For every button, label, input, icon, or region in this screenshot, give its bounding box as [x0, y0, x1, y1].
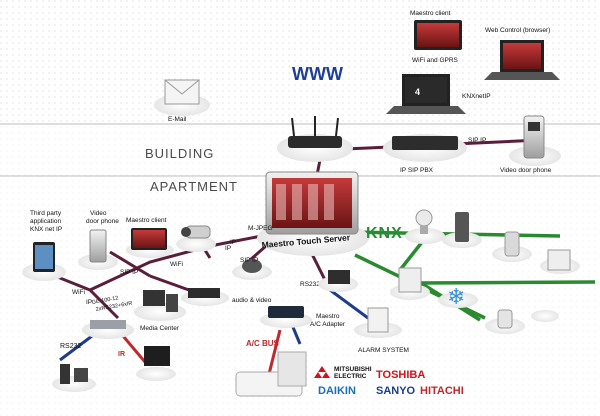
label-wifi-gprs: WiFi and GPRS — [412, 57, 459, 64]
third-party-node: Third party application KNX net IP — [22, 210, 66, 281]
label-ip-left: IP — [86, 299, 92, 306]
label-third-party-1: Third party — [30, 210, 62, 217]
knxnetip-node: 4 KNXnetIP — [386, 74, 491, 114]
av-node: audio & video — [181, 288, 272, 306]
label-ip-2: IP — [225, 245, 231, 252]
label-maestro-client-left: Maestro client — [126, 217, 167, 224]
zone-www: WWW — [292, 64, 343, 84]
door-phone-right: Video door phone — [500, 115, 561, 174]
touch-server-node: Maestro Touch Server — [257, 171, 369, 256]
label-video-left-2: door phone — [86, 218, 119, 225]
label-video-left-1: Video — [90, 210, 107, 217]
knx-devices: ❄ — [390, 209, 580, 334]
label-rs232-left: RS232 — [60, 343, 82, 350]
ge-gateway-node — [82, 320, 134, 339]
label-wifi-left: WiFi — [72, 289, 85, 296]
label-wifi-mid: WiFi — [170, 261, 183, 268]
label-maestro-ac-2: A/C Adapter — [310, 321, 346, 328]
dome-camera-node — [232, 259, 272, 280]
brand-mitsubishi-1: MITSUBISHI — [334, 366, 372, 373]
pbx-node: IP SIP PBX SIP IP — [383, 134, 486, 174]
zone-apartment: APARTMENT — [150, 179, 238, 194]
pbx-icon — [392, 136, 458, 150]
label-ac-bus: A/C BUS — [246, 339, 280, 348]
speaker-icon — [60, 364, 70, 384]
av-receiver-icon — [188, 288, 220, 298]
media-center-node: Media Center — [134, 290, 186, 332]
label-ge-1: GE-100-12 — [91, 295, 119, 306]
alarm-node: ALARM SYSTEM — [354, 307, 409, 354]
plug-icon — [497, 309, 513, 329]
knx-line-c — [419, 280, 596, 285]
ac-adapter-icon — [268, 306, 304, 318]
label-rs232-mid: RS232 — [300, 281, 320, 288]
label-third-party-3: KNX net IP — [30, 226, 62, 233]
alarm-keypad-icon — [367, 307, 389, 333]
line-tablet — [109, 250, 151, 278]
door-phone-icon-left — [89, 229, 107, 263]
video-door-left: Video door phone — [78, 210, 119, 270]
label-ir: IR — [118, 351, 125, 358]
label-third-party-2: application — [30, 218, 61, 225]
rs-device-icon — [328, 270, 350, 284]
label-email: E-Mail — [168, 116, 187, 123]
monitor-icon — [143, 290, 165, 306]
label-video-door-phone-right: Video door phone — [500, 167, 552, 174]
svg-text:4: 4 — [415, 87, 420, 97]
acbus-line — [266, 329, 282, 379]
label-media-center: Media Center — [140, 325, 180, 332]
label-sip-ip-left: SIP IP — [120, 269, 138, 276]
label-maestro-ac-1: Maestro — [316, 313, 340, 320]
switch-icon — [547, 249, 571, 271]
lamp-icon — [415, 209, 433, 227]
camera-node — [176, 225, 216, 252]
brand-logos: MITSUBISHI ELECTRIC TOSHIBA DAIKIN SANYO… — [314, 366, 464, 397]
rs-device-node — [318, 270, 358, 292]
zone-building: BUILDING — [145, 146, 214, 161]
tv-icon — [144, 346, 170, 366]
router-node — [277, 116, 353, 162]
envelope-icon — [164, 79, 200, 105]
label-knxnetip: KNXnetIP — [462, 93, 491, 100]
label-web-control: Web Control (browser) — [485, 27, 550, 34]
dome-camera-icon — [242, 259, 262, 273]
label-sip-ip-mid: SIP IP — [240, 257, 258, 264]
brand-hitachi: HITACHI — [420, 385, 464, 397]
label-sip-ip-top: SIP IP — [468, 137, 486, 144]
snowflake-icon: ❄ — [447, 285, 465, 310]
tv-node — [136, 346, 176, 381]
web-control-node: Web Control (browser) — [484, 27, 560, 80]
maestro-client-left: Maestro client — [126, 217, 174, 258]
label-alarm: ALARM SYSTEM — [358, 347, 409, 354]
sensor-icon — [455, 212, 469, 242]
email-node: E-Mail — [154, 79, 210, 123]
gateway-icon — [90, 320, 126, 329]
router-icon — [288, 136, 342, 148]
label-knx: KNX — [366, 225, 403, 242]
thermostat-icon — [398, 267, 422, 293]
ac-unit-node — [235, 351, 307, 397]
label-maestro-client-top: Maestro client — [410, 10, 451, 17]
speaker-node — [52, 364, 96, 392]
label-m-jpeg: M-JPEG — [248, 225, 273, 232]
maestro-ac-node: Maestro A/C Adapter — [260, 306, 346, 328]
media-center-icon — [166, 294, 178, 312]
detector-icon — [504, 231, 520, 257]
label-ip-sip-pbx: IP SIP PBX — [400, 167, 434, 174]
rs-line-alarm — [329, 288, 369, 320]
maestro-client-top: Maestro client WiFi and GPRS — [410, 10, 462, 64]
brand-toshiba: TOSHIBA — [376, 369, 425, 381]
brand-mitsubishi-2: ELECTRIC — [334, 373, 367, 380]
line-server-left — [89, 230, 283, 292]
label-audio-video: audio & video — [232, 297, 272, 304]
label-ip-1: IP — [230, 239, 236, 246]
brand-daikin: DAIKIN — [318, 385, 356, 397]
mitsubishi-logo — [318, 366, 326, 372]
brand-sanyo: SANYO — [376, 385, 416, 397]
